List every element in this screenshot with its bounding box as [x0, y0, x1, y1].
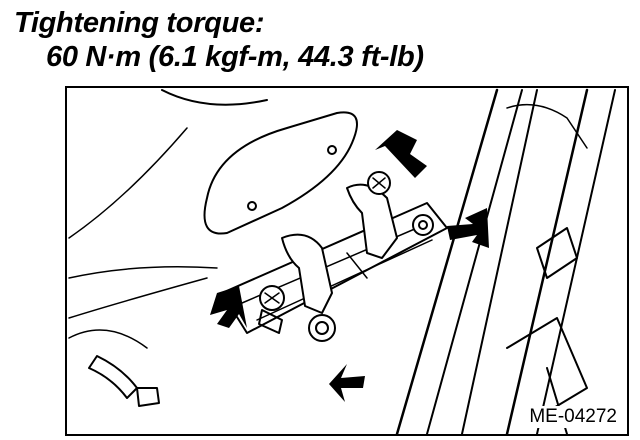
frame-rail: [395, 88, 616, 434]
bolt: [308, 314, 336, 342]
figure-code: ME-04272: [527, 406, 619, 428]
arrow-callout: [375, 130, 427, 178]
mount-illustration: [68, 88, 616, 434]
bracket: [346, 183, 398, 259]
background-curve: [68, 277, 208, 319]
illustration-frame: ME-04272: [65, 86, 629, 436]
arrow-callout: [210, 286, 247, 328]
torque-specification: 60 N·m (6.1 kgf-m, 44.3 ft-lb): [46, 41, 424, 73]
callout-arrows: [210, 130, 489, 402]
background-curve: [68, 266, 218, 279]
tightening-torque-title: Tightening torque:: [14, 7, 265, 39]
background-curve: [161, 89, 268, 106]
arrow-callout: [447, 208, 489, 248]
bolt: [412, 214, 434, 236]
background-curve: [68, 127, 188, 239]
hole: [247, 201, 257, 211]
caption-block: Tightening torque: 60 N·m (6.1 kgf-m, 44…: [14, 6, 424, 74]
sensor-cable: [68, 329, 148, 349]
crossmember: [203, 111, 358, 235]
bracket: [281, 233, 333, 314]
arrow-callout: [329, 364, 365, 402]
hole: [327, 145, 337, 155]
